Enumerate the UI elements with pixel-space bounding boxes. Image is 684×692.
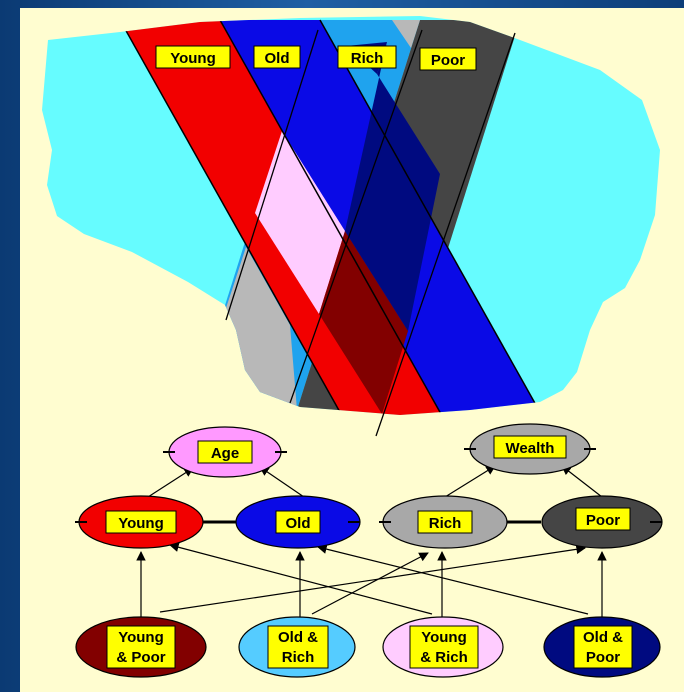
region-old-poor: [345, 42, 440, 331]
node-age-label: Age: [211, 445, 239, 462]
node-young-poor-line1: Young: [118, 629, 164, 646]
node-poor-label: Poor: [586, 512, 620, 529]
label-rich-text: Rich: [351, 50, 384, 67]
venn-diagram: Young Old Rich Poor: [42, 16, 660, 437]
region-young-rich: [255, 131, 345, 314]
label-young-text: Young: [170, 50, 216, 67]
node-rich-label: Rich: [429, 515, 462, 532]
node-young-rich-line2: & Rich: [420, 649, 468, 666]
label-young: Young: [155, 45, 231, 69]
node-old-rich-line2: Rich: [282, 649, 315, 666]
node-old-poor-line1: Old &: [583, 629, 623, 646]
node-wealth-label: Wealth: [506, 440, 555, 457]
label-poor: Poor: [419, 47, 477, 71]
node-old-poor-line2: Poor: [586, 649, 620, 666]
node-age: Age: [163, 426, 287, 478]
region-young-poor: [319, 231, 408, 414]
node-young-poor: Young & Poor: [75, 616, 207, 678]
node-wealth: Wealth: [464, 423, 596, 475]
node-rich: Rich: [379, 495, 508, 549]
node-poor: Poor: [541, 495, 663, 549]
node-young-rich: Young & Rich: [382, 616, 504, 678]
node-old-rich-line1: Old &: [278, 629, 318, 646]
network-diagram: Age Wealth Young Old Rich: [75, 423, 663, 678]
node-young-poor-line2: & Poor: [116, 649, 165, 666]
label-old-text: Old: [265, 50, 290, 67]
label-poor-text: Poor: [431, 52, 465, 69]
node-old-label: Old: [286, 515, 311, 532]
node-young-rich-line1: Young: [421, 629, 467, 646]
node-young: Young: [75, 495, 204, 549]
label-rich: Rich: [337, 45, 397, 69]
region-rich-outside-top: [385, 20, 420, 48]
node-old-poor: Old & Poor: [543, 616, 661, 678]
label-old: Old: [253, 45, 301, 69]
node-old: Old: [235, 495, 361, 549]
node-young-label: Young: [118, 515, 164, 532]
node-old-rich: Old & Rich: [238, 616, 356, 678]
